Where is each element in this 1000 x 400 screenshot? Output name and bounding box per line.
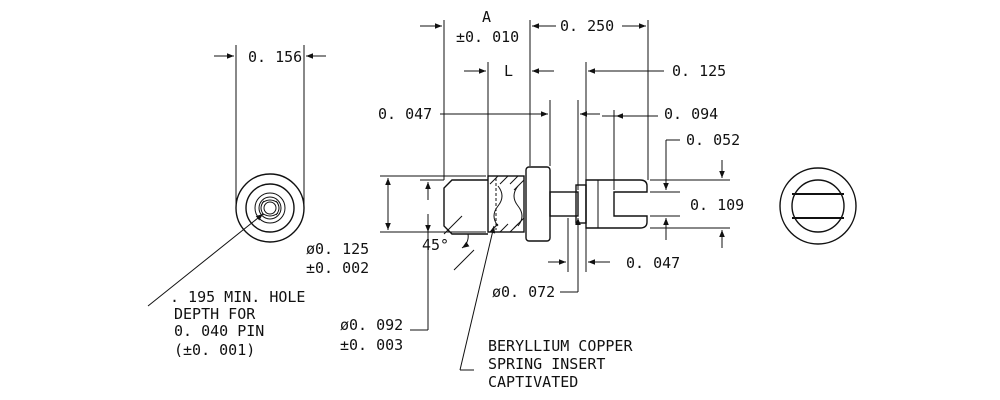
- right-end-view: [779, 167, 857, 245]
- dim-a-label: A: [482, 8, 491, 26]
- dim-0094: 0. 094: [664, 105, 718, 123]
- dim-angle-45: 45°: [422, 236, 449, 254]
- dim-l-label: L: [504, 62, 513, 80]
- insert-note-line2: SPRING INSERT: [488, 355, 605, 373]
- dim-0125: 0. 125: [672, 62, 726, 80]
- dim-dia-0156: 0. 156: [248, 48, 302, 66]
- hole-note-line3: 0. 040 PIN: [174, 322, 264, 340]
- dim-dia-0092: ø0. 092: [340, 316, 403, 334]
- hole-note-line2: DEPTH FOR: [174, 305, 256, 323]
- dim-0047-top: 0. 047: [378, 105, 432, 123]
- dim-dia-0125: ø0. 125: [306, 240, 369, 258]
- dim-a-tol: ±0. 010: [456, 28, 519, 46]
- dim-0047-bottom: 0. 047: [626, 254, 680, 272]
- dim-dia-0072: ø0. 072: [492, 283, 555, 301]
- dim-0052: 0. 052: [686, 131, 740, 149]
- hole-note-leader: [147, 213, 264, 307]
- dim-tol-0003: ±0. 003: [340, 336, 403, 354]
- insert-note-line3: CAPTIVATED: [488, 373, 578, 391]
- hole-note-line1: . 195 MIN. HOLE: [170, 288, 305, 306]
- insert-note-leader: [459, 225, 496, 371]
- dim-tol-0002: ±0. 002: [306, 259, 369, 277]
- dim-0109: 0. 109: [690, 196, 744, 214]
- left-end-view: [214, 45, 326, 243]
- insert-note-line1: BERYLLIUM COPPER: [488, 337, 633, 355]
- dim-0250: 0. 250: [560, 17, 614, 35]
- hole-note-line4: (±0. 001): [174, 341, 255, 359]
- pin-side-view: [443, 166, 648, 242]
